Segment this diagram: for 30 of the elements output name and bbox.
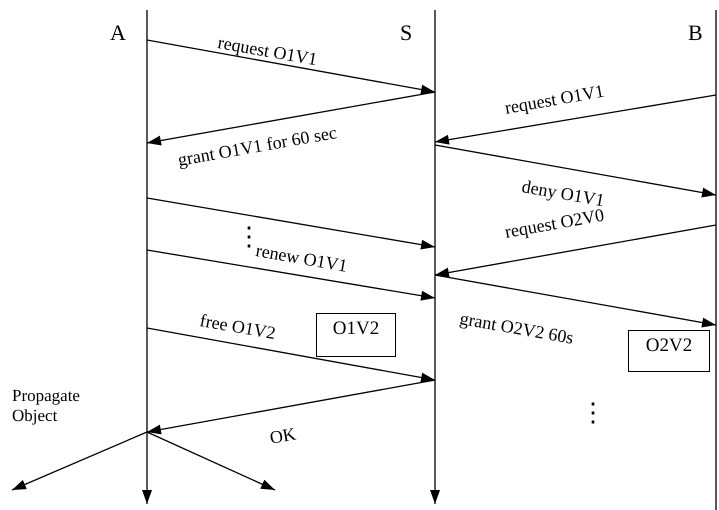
lifeline	[110, 10, 153, 506]
participant-name: A	[110, 20, 126, 46]
message-label: free O1V2	[198, 310, 278, 344]
message-arrow	[146, 431, 276, 491]
message-arrow	[146, 39, 436, 94]
message-label: grant O2V2 60s	[458, 308, 576, 349]
version-box: O2V2	[628, 330, 710, 372]
message-arrow	[146, 249, 436, 301]
message-arrow	[146, 327, 436, 382]
participant-name: S	[400, 20, 412, 46]
version-box: O1V2	[316, 313, 396, 357]
message-label: renew O1V1	[254, 240, 349, 277]
continuation-dots: ⋮	[236, 222, 250, 251]
message-arrow	[434, 224, 716, 278]
message-label: request O1V1	[216, 32, 319, 70]
participant-name: B	[688, 20, 703, 46]
message-arrow	[12, 431, 148, 491]
message-arrow	[146, 379, 436, 434]
continuation-dots: ⋮	[580, 398, 594, 428]
message-label: request O1V1	[503, 80, 606, 119]
message-arrow	[434, 144, 716, 198]
message-label: grant O1V1 for 60 sec	[176, 122, 338, 171]
message-arrow	[146, 197, 436, 250]
message-arrow	[434, 274, 716, 328]
message-arrow	[146, 91, 436, 146]
message-label: OK	[268, 424, 298, 449]
message-label: deny O1V1	[520, 176, 606, 210]
lifeline	[400, 10, 441, 506]
note-text: Propagate Object	[12, 386, 81, 426]
message-arrow	[434, 94, 716, 145]
